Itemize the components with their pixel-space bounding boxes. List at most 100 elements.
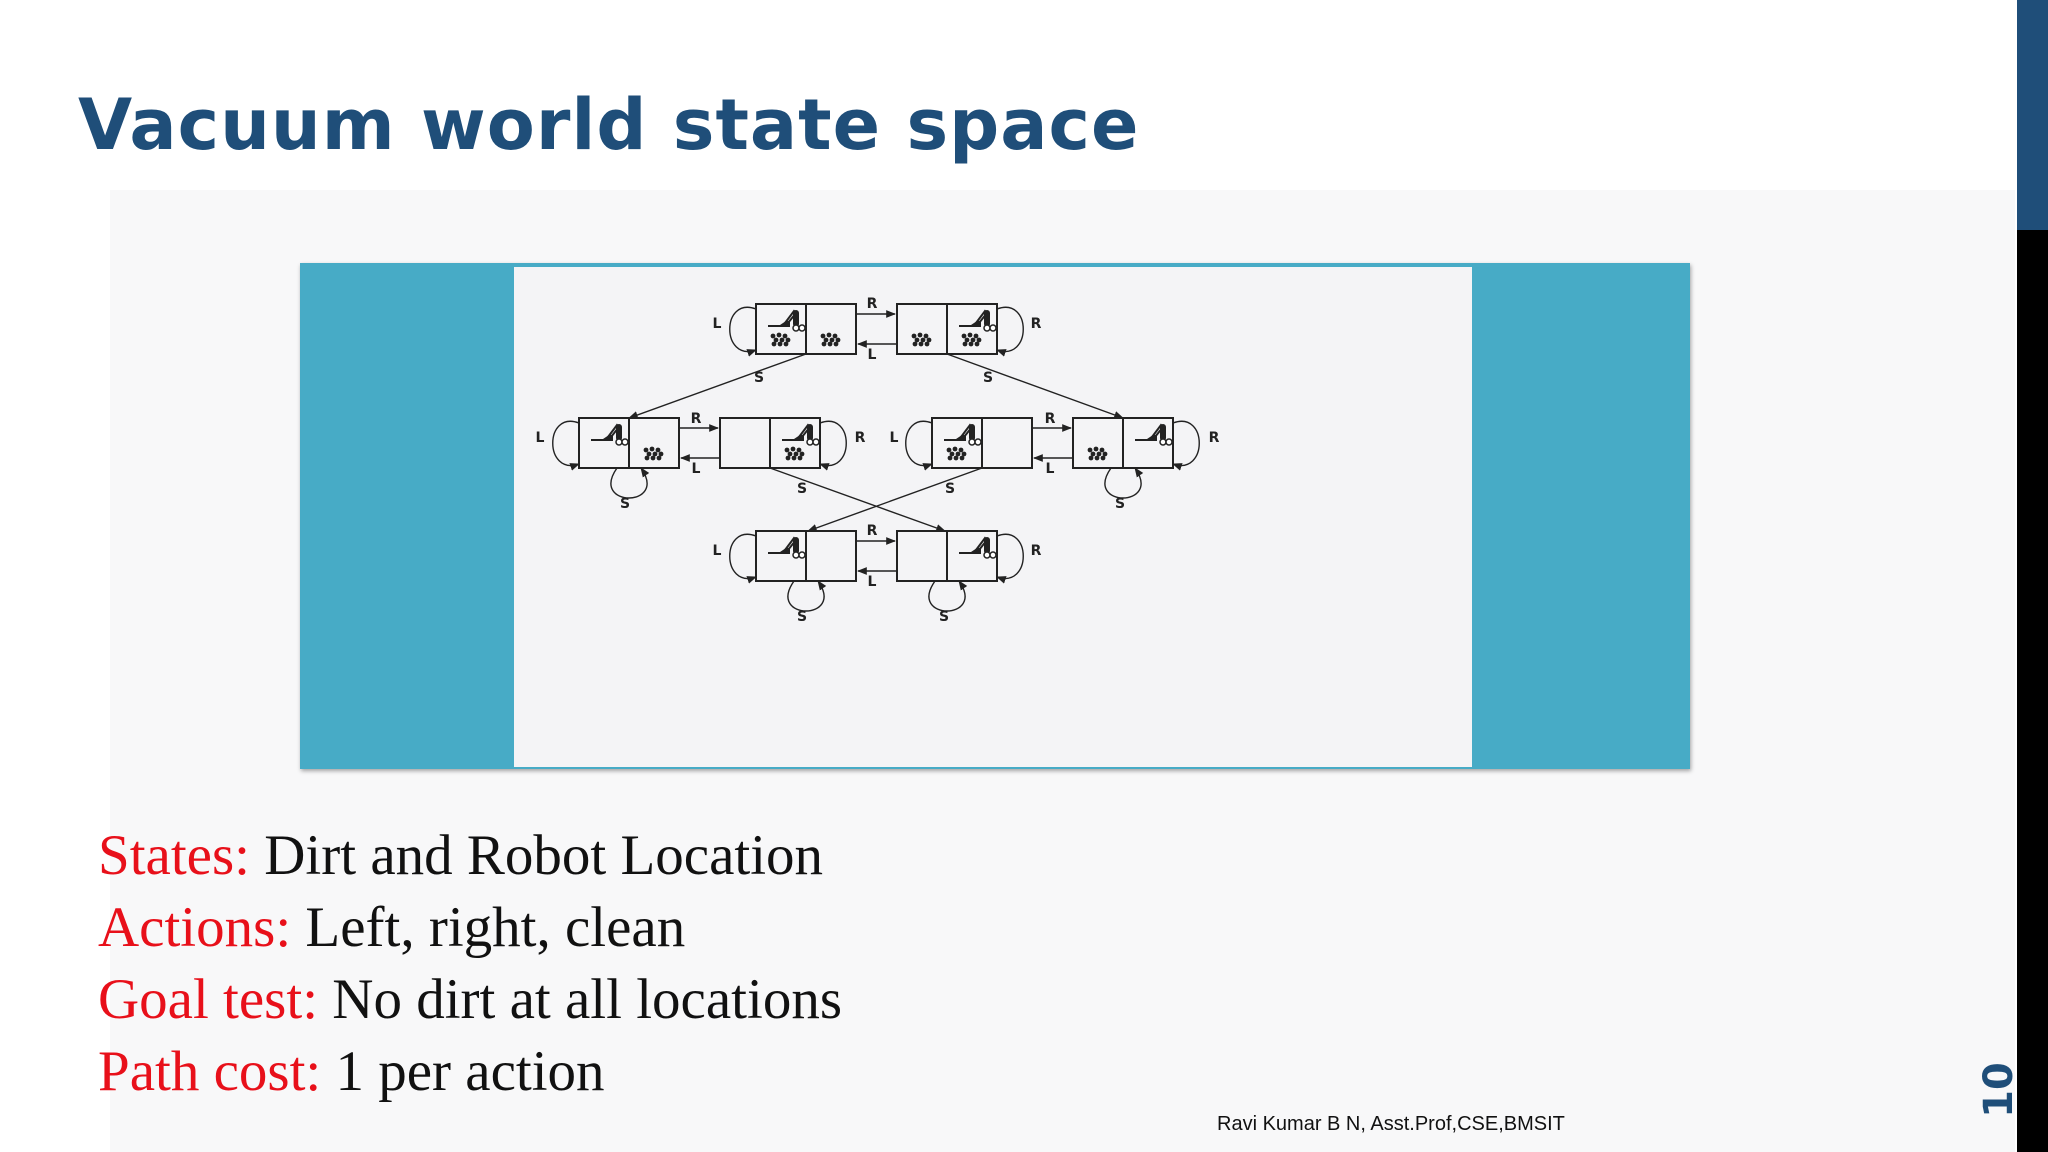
state-box (720, 418, 820, 468)
page-number: 10 (1969, 1060, 2029, 1120)
action-label: S (983, 370, 993, 386)
transition-suck (770, 468, 945, 531)
action-label: L (713, 543, 722, 559)
dirt-particle (786, 456, 791, 461)
self-loop-suck (1105, 468, 1141, 498)
state-box (897, 531, 997, 581)
property-key: Actions: (98, 896, 291, 959)
dirt-particle (968, 333, 973, 338)
dirt-particle (959, 448, 964, 453)
action-label: R (1031, 316, 1042, 332)
self-loop-left (906, 421, 932, 465)
property-path-cost: Path cost: 1 per action (98, 1036, 842, 1108)
dirt-particle (1100, 448, 1105, 453)
dirt-particle (918, 333, 923, 338)
self-loop-left (730, 307, 756, 351)
dirt-particle (821, 334, 826, 339)
dirt-particle (777, 333, 782, 338)
dirt-particle (919, 342, 924, 347)
dirt-particle (771, 334, 776, 339)
dirt-particle (645, 456, 650, 461)
dirt-particle (1095, 456, 1100, 461)
dirt-particle (657, 456, 662, 461)
vacuum-wheel (807, 439, 813, 445)
self-loop-suck (611, 468, 647, 498)
dirt-particle (644, 448, 649, 453)
self-loop-left (730, 534, 756, 578)
property-key: States: (98, 824, 250, 887)
self-loop-right (1173, 421, 1199, 465)
dirt-particle (656, 448, 661, 453)
dirt-particle (651, 456, 656, 461)
dirt-particle (974, 334, 979, 339)
action-label: R (867, 296, 878, 312)
self-loop-suck (929, 581, 965, 611)
vacuum-wheel (622, 439, 628, 445)
slide-side-bar-accent (2017, 0, 2048, 230)
dirt-particle (784, 342, 789, 347)
property-key: Path cost: (98, 1040, 321, 1103)
vacuum-wheel (616, 439, 622, 445)
action-label: L (868, 574, 877, 590)
action-label: S (797, 609, 807, 625)
property-value: Left, right, clean (305, 896, 685, 959)
state-box (1073, 418, 1173, 468)
state-box (579, 418, 679, 468)
action-label: R (1045, 411, 1056, 427)
vacuum-wheel (990, 325, 996, 331)
dirt-particle (925, 342, 930, 347)
vacuum-wheel (969, 439, 975, 445)
state-box (897, 304, 997, 354)
problem-definition: States: Dirt and Robot Location Actions:… (98, 820, 842, 1108)
action-label: L (713, 316, 722, 332)
vacuum-wheel (793, 552, 799, 558)
dirt-particle (1089, 456, 1094, 461)
dirt-particle (772, 342, 777, 347)
action-label: S (797, 481, 807, 497)
dirt-particle (1094, 447, 1099, 452)
action-label: S (754, 370, 764, 386)
dirt-particle (948, 456, 953, 461)
dirt-particle (778, 342, 783, 347)
action-label: S (939, 609, 949, 625)
state-space-graph: RLLRRLRLLRLRSSSSRLLRSSSS (514, 267, 1472, 767)
action-label: R (855, 430, 866, 446)
state-space-figure: RLLRRLRLLRLRSSSSRLLRSSSS (300, 263, 1690, 769)
property-value: No dirt at all locations (332, 968, 842, 1031)
transition-suck (808, 468, 982, 531)
property-value: Dirt and Robot Location (264, 824, 823, 887)
dirt-particle (1101, 456, 1106, 461)
dirt-particle (947, 448, 952, 453)
self-loop-left (553, 421, 579, 465)
dirt-particle (834, 342, 839, 347)
action-label: L (536, 430, 545, 446)
dirt-particle (798, 456, 803, 461)
dirt-particle (954, 456, 959, 461)
dirt-particle (969, 342, 974, 347)
dirt-particle (963, 342, 968, 347)
action-label: R (1209, 430, 1220, 446)
action-label: S (620, 496, 630, 512)
action-label: L (1046, 461, 1055, 477)
dirt-particle (828, 342, 833, 347)
dirt-particle (1088, 448, 1093, 453)
dirt-particle (785, 448, 790, 453)
dirt-particle (913, 342, 918, 347)
property-actions: Actions: Left, right, clean (98, 892, 842, 964)
property-goal-test: Goal test: No dirt at all locations (98, 964, 842, 1036)
vacuum-wheel (984, 325, 990, 331)
dirt-particle (791, 447, 796, 452)
action-label: S (1115, 496, 1125, 512)
action-label: L (692, 461, 701, 477)
state-box (756, 531, 856, 581)
action-label: S (945, 481, 955, 497)
transition-suck (947, 354, 1123, 418)
dirt-particle (953, 447, 958, 452)
vacuum-wheel (799, 552, 805, 558)
transition-suck (629, 354, 806, 418)
dirt-particle (783, 334, 788, 339)
property-states: States: Dirt and Robot Location (98, 820, 842, 892)
state-space-diagram: RLLRRLRLLRLRSSSSRLLRSSSS (514, 267, 1472, 767)
state-box (756, 304, 856, 354)
action-label: R (1031, 543, 1042, 559)
